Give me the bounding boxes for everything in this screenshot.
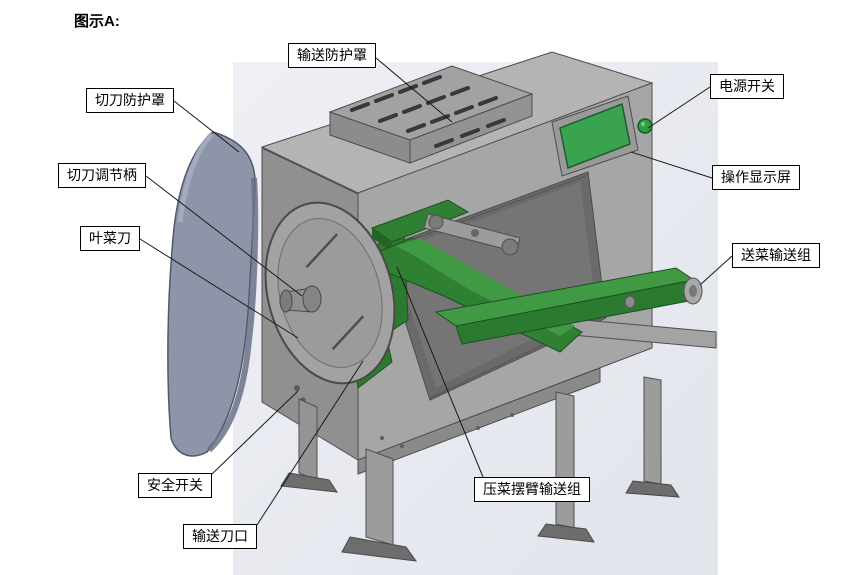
callout-leaf-knife: 叶菜刀 — [80, 226, 140, 251]
callout-conveyor-knife-edge: 输送刀口 — [183, 524, 257, 549]
feed-conveyor-belt — [434, 267, 703, 345]
callout-power-switch: 电源开关 — [710, 74, 784, 99]
display-panel — [551, 95, 639, 177]
bench-table — [537, 315, 717, 543]
machine-legs — [280, 398, 418, 562]
figure-caption: 图示A: — [74, 13, 120, 30]
cutter-guard-cover — [167, 131, 259, 457]
vent-hood — [328, 65, 534, 164]
cutter-adjust-hub — [279, 285, 322, 313]
callout-press-arm-conveyor: 压菜摆臂输送组 — [474, 477, 590, 502]
power-button-dot — [637, 118, 653, 134]
callout-safety-switch: 安全开关 — [138, 473, 212, 498]
display-screen — [559, 102, 631, 170]
leader-lines — [139, 57, 733, 526]
callout-operation-display: 操作显示屏 — [712, 165, 800, 190]
callout-feed-conveyor: 送菜输送组 — [732, 243, 820, 268]
callout-conveyor-guard: 输送防护罩 — [288, 43, 376, 68]
callout-cutter-guard: 切刀防护罩 — [86, 88, 174, 113]
callout-cutter-adjust-handle: 切刀调节柄 — [58, 163, 146, 188]
